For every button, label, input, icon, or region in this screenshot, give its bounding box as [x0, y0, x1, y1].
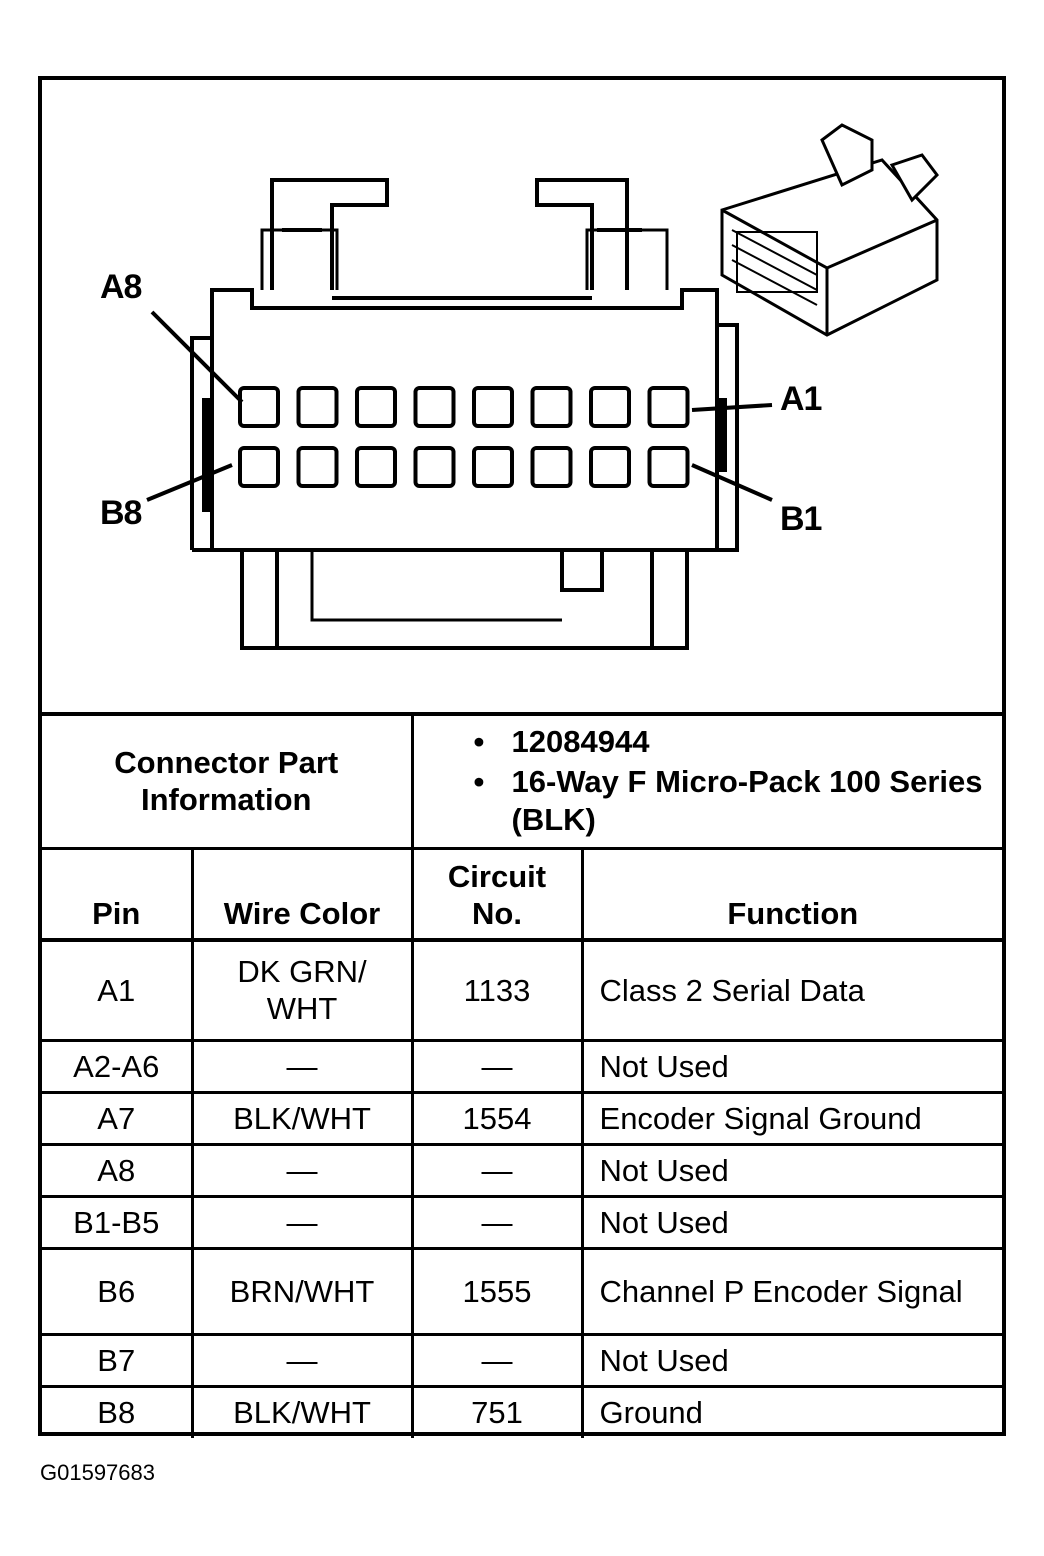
cell-function: Encoder Signal Ground: [580, 1090, 1003, 1146]
connector-sheet: A8 A1 B8 B1 Connector Part Information 1…: [38, 76, 1006, 1438]
header-pin: Pin: [42, 846, 194, 940]
cavity-b3: [530, 446, 573, 488]
cell-circuit: 751: [410, 1384, 584, 1438]
cell-pin: B1-B5: [42, 1194, 194, 1250]
cell-pin: A2-A6: [42, 1038, 194, 1094]
cavity-a4: [472, 386, 514, 428]
cell-pin: B6: [42, 1246, 194, 1336]
figure-id: G01597683: [40, 1460, 155, 1485]
cell-wire-color: —: [190, 1142, 414, 1198]
callout-b8: B8: [100, 494, 142, 532]
cell-function: Class 2 Serial Data: [580, 938, 1003, 1042]
cavity-b7: [296, 446, 339, 488]
cell-circuit: 1133: [410, 938, 584, 1042]
header-wire-color: Wire Color: [190, 846, 414, 940]
connector-3d-thumbnail: [720, 123, 939, 337]
cell-circuit: —: [410, 1038, 584, 1094]
cell-circuit: —: [410, 1142, 584, 1198]
cavity-a8: [238, 386, 280, 428]
cell-circuit: 1555: [410, 1246, 584, 1336]
cell-pin: A8: [42, 1142, 194, 1198]
cell-circuit: —: [410, 1194, 584, 1250]
cell-wire-color: —: [190, 1194, 414, 1250]
cell-function: Not Used: [580, 1038, 1003, 1094]
cavity-b4: [472, 446, 514, 488]
cell-circuit: —: [410, 1332, 584, 1388]
cavity-b2: [589, 446, 631, 488]
cavity-a1: [647, 386, 690, 428]
cell-wire-color: BLK/WHT: [190, 1090, 414, 1146]
connector-info-row: Connector Part Information 1208494416-Wa…: [42, 712, 1003, 850]
connector-diagram: A8 A1 B8 B1: [42, 80, 1002, 712]
latch-right: [535, 178, 629, 290]
cell-pin: A7: [42, 1090, 194, 1146]
callout-a8: A8: [100, 268, 142, 306]
connector-skirt: [240, 550, 689, 650]
cell-pin: B7: [42, 1332, 194, 1388]
cell-pin: B8: [42, 1384, 194, 1438]
header-circuit: Circuit No.: [410, 846, 584, 940]
cell-wire-color: —: [190, 1332, 414, 1388]
connector-info-values: 1208494416-Way F Micro-Pack 100 Series (…: [410, 712, 1003, 850]
connector-info-item: 16-Way F Micro-Pack 100 Series (BLK): [474, 763, 995, 839]
cell-pin: A1: [42, 938, 194, 1042]
cavity-a7: [296, 386, 339, 428]
cell-function: Ground: [580, 1384, 1003, 1438]
table-row: B1-B5——Not Used: [42, 1194, 1003, 1250]
table-row: A8——Not Used: [42, 1142, 1003, 1198]
connector-info-label: Connector Part Information: [42, 712, 414, 850]
cell-function: Channel P Encoder Signal: [580, 1246, 1003, 1336]
cavity-a3: [530, 386, 573, 428]
cavity-b1: [647, 446, 690, 488]
cavity-b8: [238, 446, 280, 488]
cell-function: Not Used: [580, 1142, 1003, 1198]
cavity-a2: [589, 386, 631, 428]
cavity-b6: [355, 446, 397, 488]
cell-function: Not Used: [580, 1332, 1003, 1388]
cell-function: Not Used: [580, 1194, 1003, 1250]
header-function: Function: [580, 846, 1003, 940]
cell-wire-color: —: [190, 1038, 414, 1094]
cavity-b5: [413, 446, 456, 488]
cavity-a5: [413, 386, 456, 428]
cell-wire-color: BRN/WHT: [190, 1246, 414, 1336]
cell-wire-color: BLK/WHT: [190, 1384, 414, 1438]
connector-body: [210, 288, 719, 552]
cavity-a6: [355, 386, 397, 428]
table-row: B7——Not Used: [42, 1332, 1003, 1388]
callout-b1: B1: [780, 500, 822, 538]
connector-face-drawing: [146, 123, 939, 650]
cell-wire-color: DK GRN/ WHT: [190, 938, 414, 1042]
latch-left: [270, 178, 389, 290]
cell-circuit: 1554: [410, 1090, 584, 1146]
table-row: A2-A6——Not Used: [42, 1038, 1003, 1094]
connector-info-item: 12084944: [474, 723, 995, 761]
header-row: Pin Wire Color Circuit No. Function: [42, 846, 1003, 940]
callout-a1: A1: [780, 380, 822, 418]
pinout-table: Connector Part Information 1208494416-Wa…: [42, 712, 1003, 1438]
